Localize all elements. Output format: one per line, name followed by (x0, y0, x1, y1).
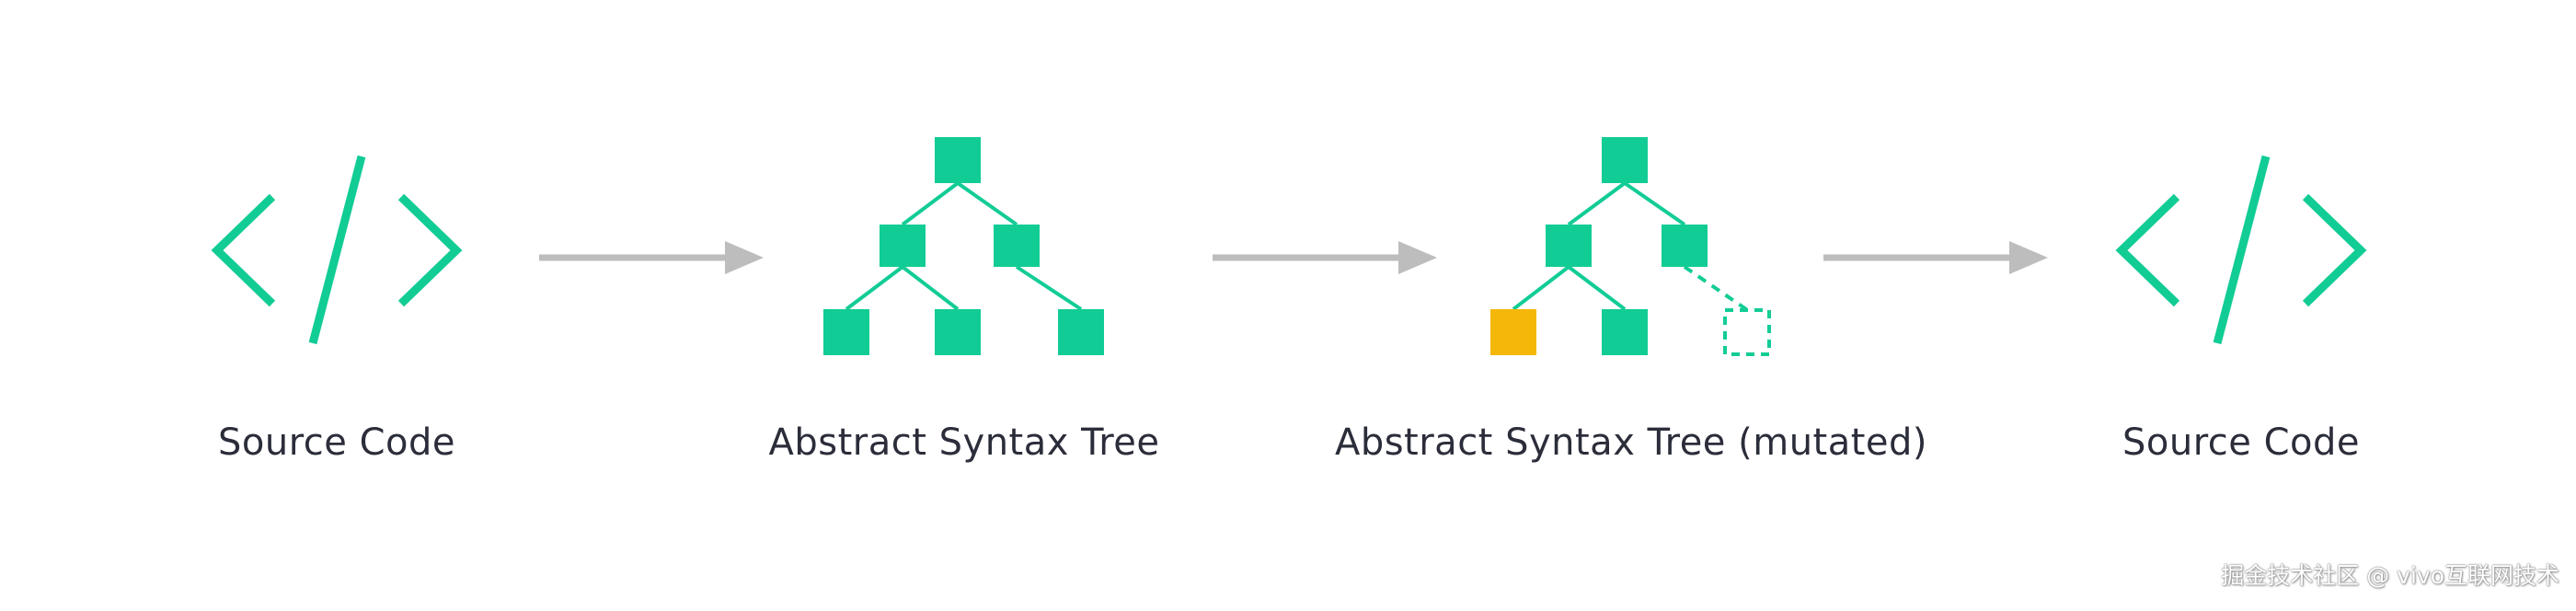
tree-edges (845, 181, 1083, 311)
tree-node (1662, 225, 1708, 267)
tree-edges (1512, 181, 1686, 311)
code-brackets-icon (2115, 155, 2367, 345)
tree-node (935, 309, 981, 355)
arrow-right-icon (539, 241, 764, 274)
watermark: 掘金技术社区 @ vivo互联网技术 (2221, 562, 2559, 589)
step-label-source-code: Source Code (218, 421, 455, 464)
mutated-node (1490, 309, 1536, 355)
code-brackets-icon (211, 155, 463, 345)
arrow-right-icon (1213, 241, 1437, 274)
mutated-tree-icon (1490, 137, 1771, 356)
tree-node (1602, 309, 1648, 355)
tree-node (1058, 309, 1104, 355)
tree-node (823, 309, 869, 355)
step-label-output-code: Source Code (2122, 421, 2360, 464)
tree-node-root (1602, 137, 1648, 183)
tree-node-root (935, 137, 981, 183)
step-label-ast: Abstract Syntax Tree (768, 421, 1160, 464)
tree-node (880, 225, 926, 267)
tree-icon (823, 137, 1104, 355)
tree-node (994, 225, 1040, 267)
arrow-right-icon (1823, 241, 2048, 274)
removed-edge (1683, 265, 1748, 311)
tree-node (1546, 225, 1592, 267)
step-label-ast-mutated: Abstract Syntax Tree (mutated) (1334, 421, 1928, 464)
removed-node (1723, 308, 1771, 356)
